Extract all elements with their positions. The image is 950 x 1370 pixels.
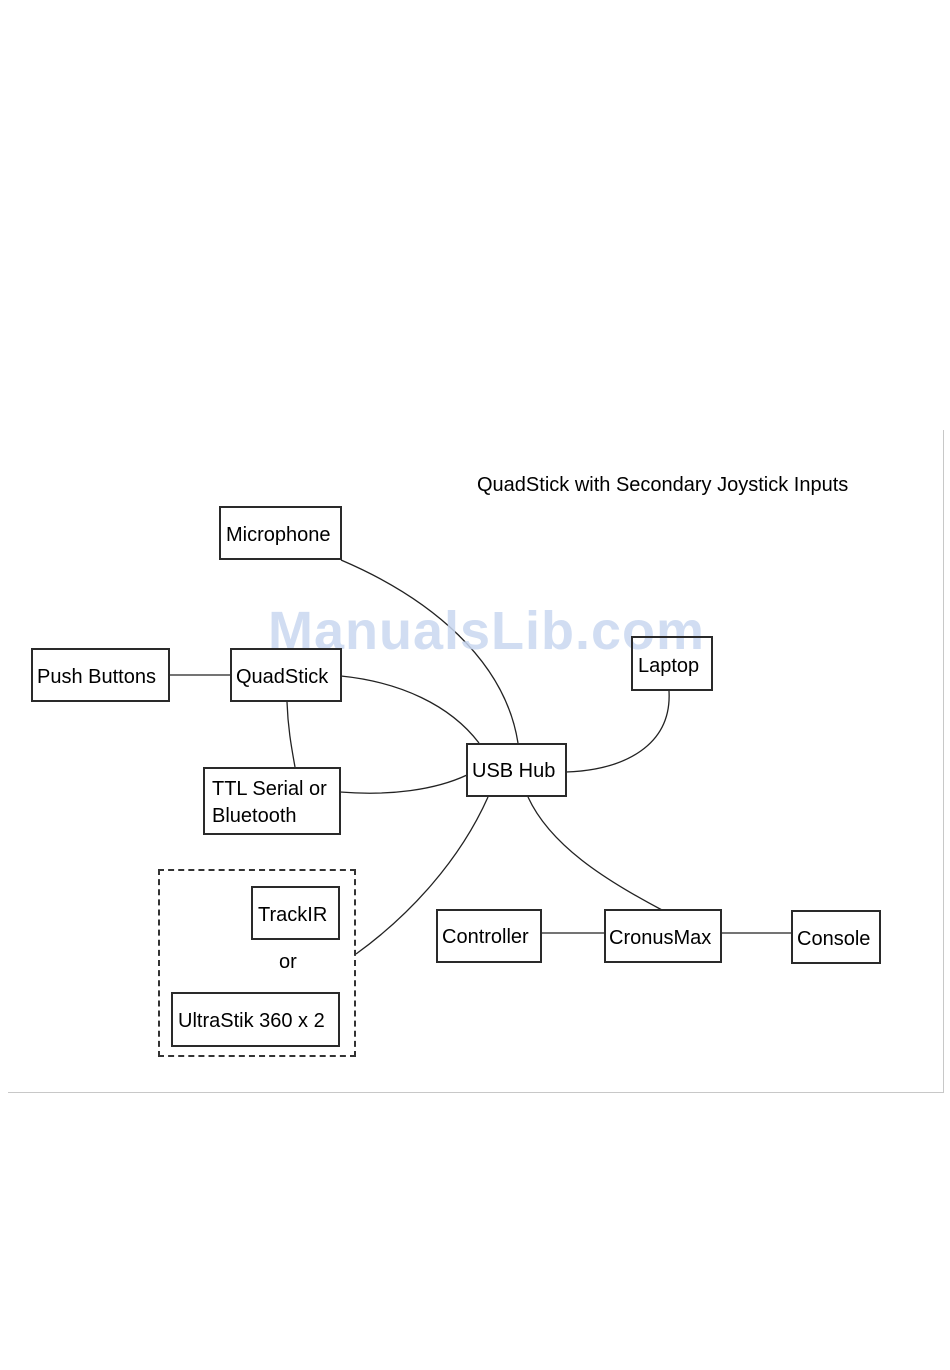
link-laptop-usbhub [566,691,669,772]
usb-hub-label: USB Hub [472,758,555,784]
trackir-node: TrackIR [251,886,340,940]
controller-node: Controller [436,909,542,963]
laptop-label: Laptop [638,653,699,679]
link-quadstick-usbhub [341,676,479,743]
quadstick-node: QuadStick [230,648,342,702]
ttl-serial-label-line1: TTL Serial or [212,776,327,802]
cronusmax-label: CronusMax [609,925,711,951]
console-node: Console [791,910,881,964]
laptop-node: Laptop [631,636,713,691]
or-label: or [279,951,297,974]
link-usbhub-cronusmax [528,797,662,910]
usb-hub-node: USB Hub [466,743,567,797]
microphone-node: Microphone [219,506,342,560]
cronusmax-node: CronusMax [604,909,722,963]
console-label: Console [797,926,870,952]
push-buttons-node: Push Buttons [31,648,170,702]
ttl-serial-label-line2: Bluetooth [212,803,297,829]
controller-label: Controller [442,924,529,950]
trackir-label: TrackIR [258,902,327,928]
push-buttons-label: Push Buttons [37,664,156,690]
quadstick-label: QuadStick [236,664,328,690]
link-ttl-usbhub [340,775,467,793]
ultrastik-label: UltraStik 360 x 2 [178,1008,325,1034]
ttl-serial-node: TTL Serial or Bluetooth [203,767,341,835]
ultrastik-node: UltraStik 360 x 2 [171,992,340,1047]
microphone-label: Microphone [226,522,331,548]
link-quadstick-ttl [287,702,295,767]
